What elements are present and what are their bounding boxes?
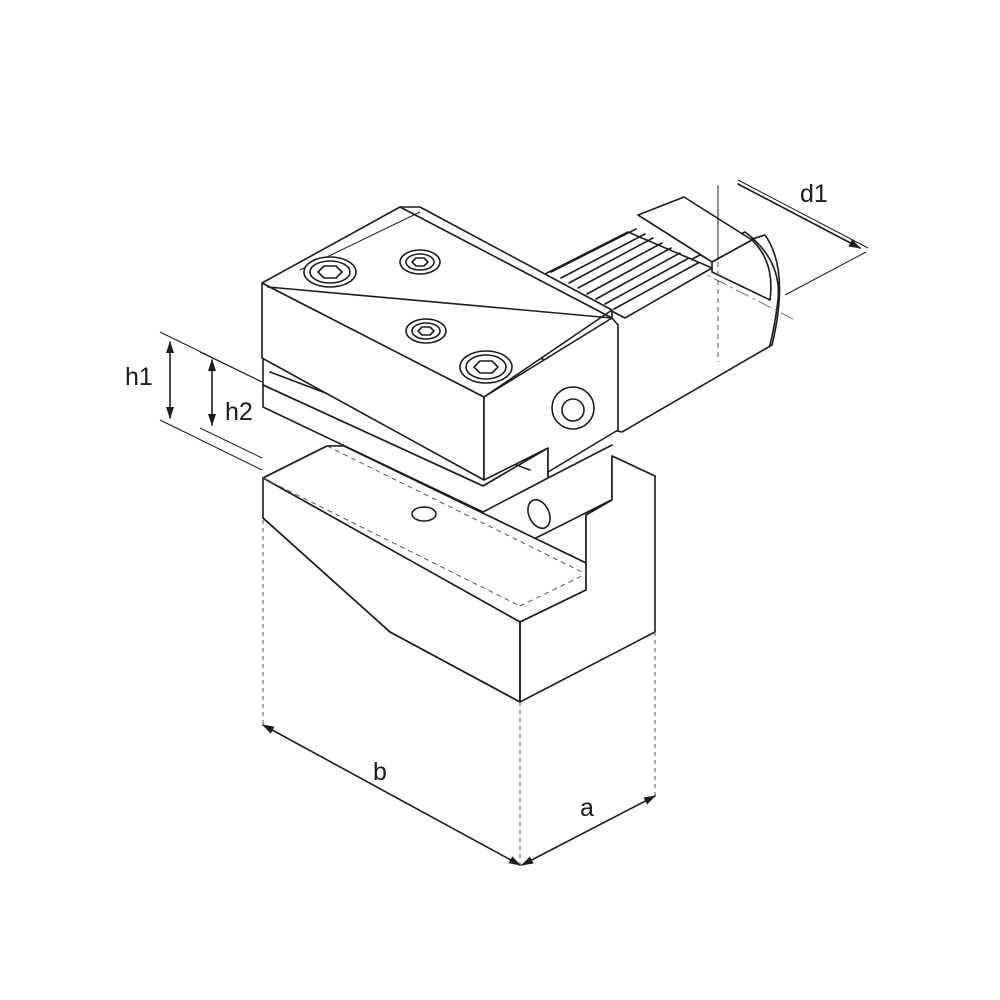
label-d1: d1	[800, 180, 828, 208]
shank	[611, 196, 796, 433]
screw-head-1	[303, 256, 357, 288]
dimension-a: a	[521, 632, 656, 866]
dimension-d1: d1	[717, 179, 869, 296]
dimension-b: b	[262, 520, 521, 870]
label-h2: h2	[225, 398, 253, 426]
label-a: a	[580, 794, 594, 822]
dimension-h2: h2	[199, 351, 263, 459]
base-block	[262, 444, 656, 703]
label-h1: h1	[125, 363, 153, 391]
screw-head-4	[459, 350, 513, 384]
label-b: b	[373, 758, 387, 786]
screw-head-3	[405, 318, 447, 344]
head-block	[261, 206, 619, 513]
screw-head-2	[399, 249, 441, 275]
